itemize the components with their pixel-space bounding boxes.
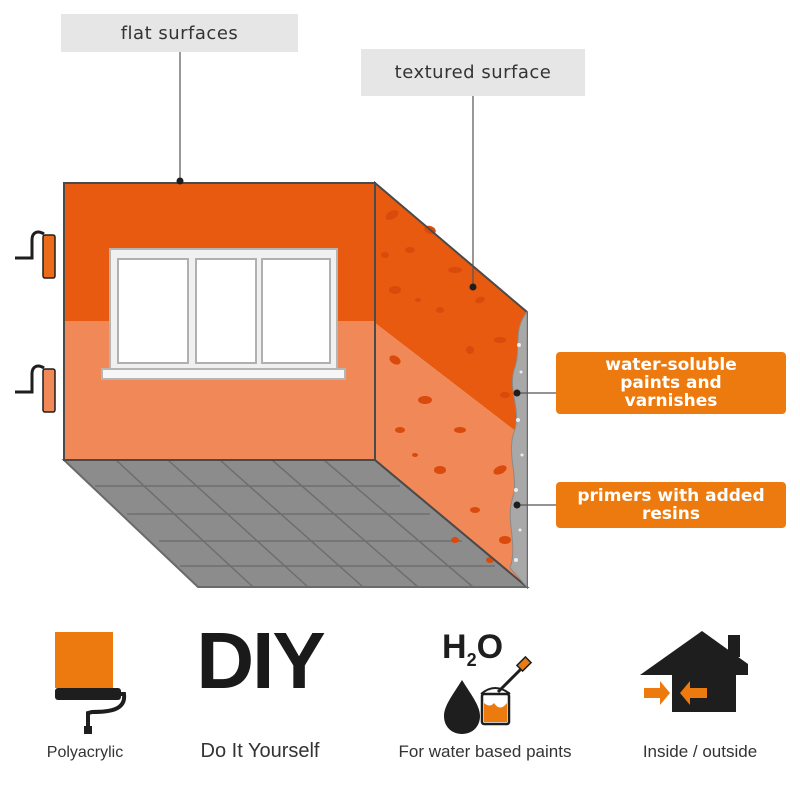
paint-roller-upper-icon [15, 230, 56, 279]
polyacrylic-caption: Polyacrylic [46, 744, 124, 761]
water-drop-icon [444, 680, 480, 734]
diy-mark: DIY [196, 616, 325, 705]
textured-surface-text: textured surface [394, 62, 552, 83]
diy-caption: Do It Yourself [200, 740, 320, 762]
inside-outside-caption: Inside / outside [642, 742, 758, 761]
flat-surfaces-text: flat surfaces [120, 22, 239, 44]
floor-grid [95, 459, 495, 588]
primers-tag: primers with added resins [556, 482, 786, 528]
plaster-layer [509, 310, 528, 589]
water-soluble-text: water-soluble paints and varnishes [605, 355, 737, 411]
side-wall-lower [375, 323, 527, 587]
textured-surface-label: textured surface [361, 49, 585, 96]
paint-roller-lower-icon [15, 364, 56, 413]
leader-dots [176, 177, 521, 509]
floor-tiles [64, 460, 527, 587]
water-based-caption: For water based paints [398, 742, 572, 761]
paint-can-icon [480, 655, 533, 726]
water-soluble-tag: water-soluble paints and varnishes [556, 352, 786, 414]
window [101, 248, 346, 380]
side-wall-upper [375, 183, 527, 440]
flat-surfaces-label: flat surfaces [61, 14, 298, 52]
leader-lines [179, 52, 556, 506]
house-icon [640, 631, 748, 712]
paint-roller-icon [55, 632, 127, 734]
primers-text: primers with added resins [577, 486, 765, 524]
plaster-flecks [514, 343, 524, 562]
h2o-mark: H2O [442, 628, 504, 670]
